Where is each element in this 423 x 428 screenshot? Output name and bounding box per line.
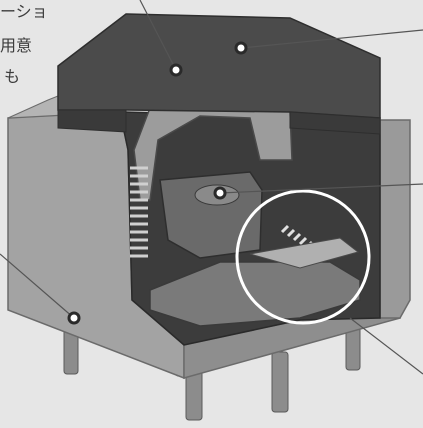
contact-marker bbox=[213, 186, 227, 200]
housing-top-right-edge bbox=[289, 111, 381, 135]
caption-line-2: 用意 bbox=[0, 36, 33, 55]
coil-spring bbox=[130, 166, 148, 258]
contact-detail-circle bbox=[235, 189, 371, 325]
cutaway-interior bbox=[119, 87, 381, 346]
markers bbox=[67, 41, 248, 325]
bottom-right-callout bbox=[349, 317, 423, 375]
terminal-plate bbox=[149, 261, 361, 327]
left-callout bbox=[0, 253, 75, 319]
housing-top-marker bbox=[234, 41, 248, 55]
contact-spring bbox=[280, 224, 314, 250]
caption-line-1: ーショ bbox=[0, 2, 48, 21]
top-left-callout bbox=[139, 0, 177, 71]
inner-top-marker bbox=[169, 63, 183, 77]
housing-right-wall bbox=[379, 119, 411, 319]
housing-top bbox=[57, 13, 381, 135]
terminal-pins bbox=[63, 311, 361, 421]
housing-top-front-edge bbox=[57, 109, 127, 133]
pin-front-right bbox=[271, 351, 289, 413]
base-marker bbox=[67, 311, 81, 325]
moving-contact-arm bbox=[249, 237, 360, 269]
middle-right-callout bbox=[219, 183, 423, 194]
leader-lines bbox=[0, 0, 423, 375]
caption-line-3: も bbox=[4, 67, 21, 86]
top-right-callout bbox=[240, 29, 423, 49]
